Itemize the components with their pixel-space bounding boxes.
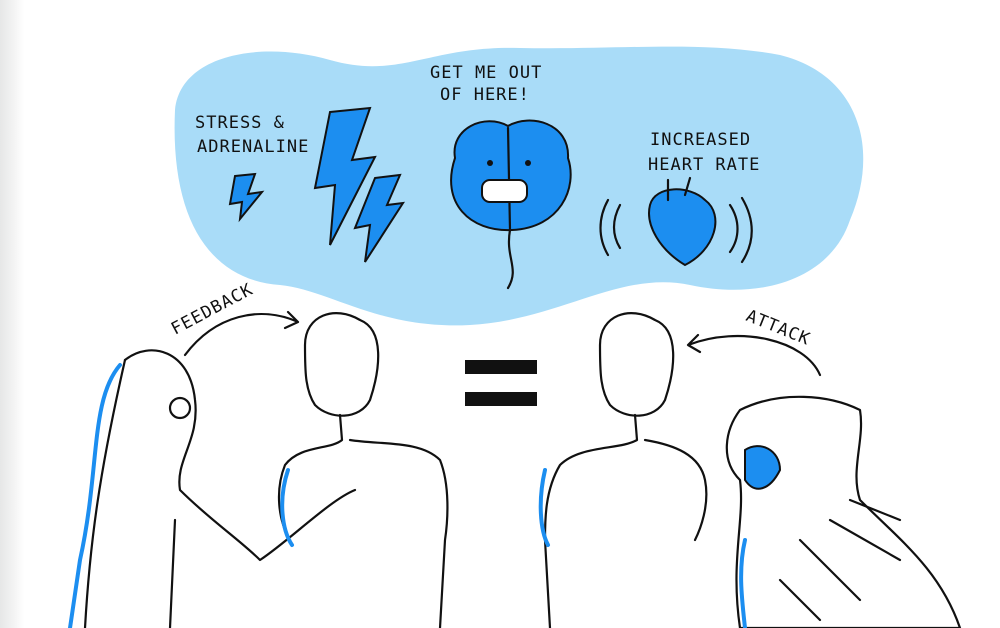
heart-label-line1: INCREASED xyxy=(650,130,751,150)
feedback-label: FEEDBACK xyxy=(168,280,257,340)
screaming-mouth xyxy=(481,179,528,203)
attack-arrow xyxy=(686,333,822,377)
woman-giving-feedback xyxy=(68,349,357,628)
brain-label-line2: OF HERE! xyxy=(440,85,530,105)
beating-heart-icon xyxy=(599,176,753,267)
stress-text: STRESS & ADRENALINE xyxy=(195,113,309,157)
stress-label-line2: ADRENALINE xyxy=(197,137,309,157)
feedback-arrow xyxy=(183,310,300,357)
brain-text: GET ME OUT OF HERE! xyxy=(430,63,542,105)
heart-label-line2: HEART RATE xyxy=(648,155,760,175)
man-facing-tiger xyxy=(538,312,708,628)
lightning-bolt-icon xyxy=(228,106,405,263)
equals-sign xyxy=(465,360,537,406)
man-receiving-feedback xyxy=(277,312,449,628)
page-edge-shadow xyxy=(0,0,24,628)
stress-label-line1: STRESS & xyxy=(195,113,285,133)
roaring-tiger xyxy=(725,395,962,628)
heart-text: INCREASED HEART RATE xyxy=(648,130,760,175)
scared-brain-icon xyxy=(450,119,572,290)
brain-label-line1: GET ME OUT xyxy=(430,63,542,83)
